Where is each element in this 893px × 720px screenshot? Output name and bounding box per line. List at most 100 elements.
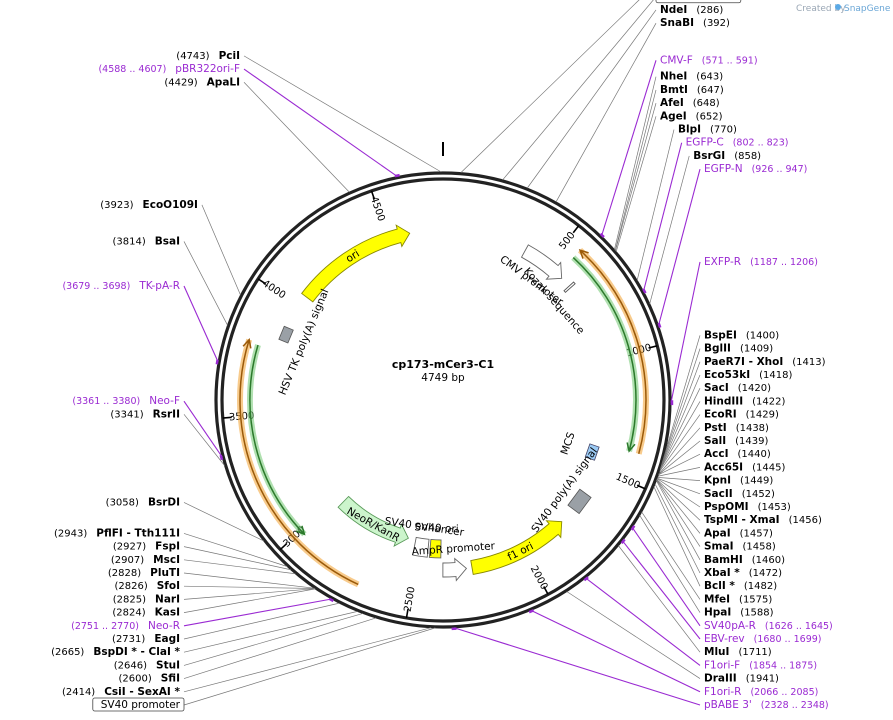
svg-text:(2825)NarI: (2825)NarI <box>113 593 180 605</box>
tick-label: 500 <box>557 230 577 252</box>
primer-site-mark <box>630 525 636 531</box>
enzyme-name: MfeI <box>704 593 730 605</box>
svg-text:(4743)PciI: (4743)PciI <box>176 50 240 62</box>
svg-text:MfeI(1575): MfeI(1575) <box>704 593 772 605</box>
site-label-bspdi-clai: (2665)BspDI * - ClaI * <box>51 646 180 658</box>
mCerulean3-green-outer <box>572 257 637 453</box>
site-label-egfp-c: EGFP-C(802 .. 823) <box>686 137 789 149</box>
svg-text:PspOMI(1453): PspOMI(1453) <box>704 501 791 513</box>
primer-name: TK-pA-R <box>138 280 180 292</box>
enzyme-name: MscI <box>153 554 180 566</box>
leader-line <box>660 348 701 467</box>
enzyme-name: PluTI <box>150 567 180 579</box>
svg-text:(2646)StuI: (2646)StuI <box>114 659 180 671</box>
enzyme-position: (1449) <box>740 476 773 487</box>
svg-text:SV40pA-R(1626 .. 1645): SV40pA-R(1626 .. 1645) <box>704 620 833 632</box>
enzyme-name: PstI <box>704 422 727 434</box>
enzyme-position: (1422) <box>752 396 785 407</box>
site-label-neo-r: (2751 .. 2770)Neo-R <box>71 620 180 632</box>
site-label-nhei: NheI(643) <box>660 71 723 83</box>
enzyme-position: (1452) <box>742 489 775 500</box>
leader-line <box>460 0 640 173</box>
site-label-ndei: NdeI(286) <box>660 4 723 16</box>
primer-site-mark <box>642 288 647 294</box>
enzyme-name: AgeI <box>660 110 687 122</box>
primer-range: (3679 .. 3698) <box>62 281 130 292</box>
primer-name: Neo-R <box>148 620 180 632</box>
svg-text:AgeI(652): AgeI(652) <box>660 110 723 122</box>
snapgene-logo-icon <box>835 4 841 10</box>
site-label-cmv-enhancer: CMV enhancer <box>655 0 742 4</box>
feature-label: SV40 ori <box>414 521 459 535</box>
enzyme-position: (2825) <box>113 594 146 605</box>
leader-line <box>659 414 701 472</box>
tick-label: 4000 <box>260 278 287 301</box>
site-label-msci: (2907)MscI <box>111 554 180 566</box>
backbone-outer-ring <box>214 171 672 629</box>
enzyme-name: SacI <box>704 382 729 394</box>
svg-text:EXFP-R(1187 .. 1206): EXFP-R(1187 .. 1206) <box>704 256 818 268</box>
enzyme-name: BsrDI <box>148 496 180 508</box>
enzyme-name: BglII <box>704 343 731 355</box>
enzyme-position: (1941) <box>746 674 779 685</box>
plasmid-length: 4749 bp <box>421 372 465 384</box>
site-label-blpi: BlpI(770) <box>678 124 737 136</box>
site-label-bamhi: BamHI(1460) <box>704 554 785 566</box>
primer-range: (4588 .. 4607) <box>98 64 166 75</box>
neo-green-outer <box>249 344 306 536</box>
site-label-apai: ApaI(1457) <box>704 527 773 539</box>
site-label-draiii: DraIII(1941) <box>704 673 779 685</box>
site-label-f1ori-f: F1ori-F(1854 .. 1875) <box>704 659 817 671</box>
primer-name: SV40pA-R <box>704 620 756 632</box>
leader-line <box>183 588 316 600</box>
svg-text:MluI(1711): MluI(1711) <box>704 646 772 658</box>
leader-line <box>657 477 701 495</box>
site-label-mfei: MfeI(1575) <box>704 593 772 605</box>
site-label-bspei: BspEI(1400) <box>704 329 779 341</box>
svg-text:Acc65I(1445): Acc65I(1445) <box>704 461 785 473</box>
leader-line <box>243 68 398 178</box>
tick-label: 4500 <box>368 195 387 223</box>
site-label-bsrgi: BsrGI(858) <box>693 150 761 162</box>
svg-text:PstI(1438): PstI(1438) <box>704 422 769 434</box>
tick-mark <box>222 416 232 419</box>
svg-text:(3814)BsaI: (3814)BsaI <box>112 235 180 247</box>
svg-text:ApaI(1457): ApaI(1457) <box>704 527 773 539</box>
site-label-nari: (2825)NarI <box>113 593 180 605</box>
svg-text:(2665)BspDI * - ClaI *: (2665)BspDI * - ClaI * <box>51 646 180 658</box>
site-label-sv40-promoter: SV40 promoter <box>92 697 185 712</box>
site-label-eco53ki: Eco53kI(1418) <box>704 369 792 381</box>
primer-name: F1ori-F <box>704 659 740 671</box>
svg-text:SalI(1439): SalI(1439) <box>704 435 769 447</box>
site-label-saci: SacI(1420) <box>704 382 771 394</box>
site-label-eagi: (2731)EagI <box>112 633 180 645</box>
svg-text:F1ori-R(2066 .. 2085): F1ori-R(2066 .. 2085) <box>704 686 818 698</box>
leader-line <box>615 116 657 252</box>
site-label-sv40pa-r: SV40pA-R(1626 .. 1645) <box>704 620 833 632</box>
enzyme-position: (1400) <box>746 330 779 341</box>
svg-text:SnaBI(392): SnaBI(392) <box>660 17 730 29</box>
svg-text:(3679 .. 3698)TK-pA-R: (3679 .. 3698) TK-pA-R <box>62 280 180 292</box>
svg-text:SacII(1452): SacII(1452) <box>704 488 775 500</box>
primer-site-mark <box>583 576 589 582</box>
svg-text:BlpI(770): BlpI(770) <box>678 124 737 136</box>
enzyme-position: (1440) <box>737 449 770 460</box>
site-label-xbai: XbaI *(1472) <box>704 567 782 579</box>
enzyme-name: StuI <box>156 659 180 671</box>
leader-line <box>658 440 701 475</box>
leader-line <box>183 533 288 567</box>
leader-line <box>659 388 701 470</box>
leader-line <box>566 591 701 679</box>
leader-line <box>657 168 701 326</box>
leader-line <box>649 155 690 304</box>
feature-sv40-ori <box>428 538 442 559</box>
svg-text:(2751 .. 2770)Neo-R: (2751 .. 2770)Neo-R <box>71 620 180 632</box>
svg-text:EGFP-C(802 .. 823): EGFP-C(802 .. 823) <box>686 137 789 149</box>
enzyme-name: EcoRI <box>704 409 737 421</box>
svg-text:BsrGI(858): BsrGI(858) <box>693 150 761 162</box>
site-label-snabi: SnaBI(392) <box>660 17 730 29</box>
leader-line <box>183 627 436 706</box>
enzyme-name: EagI <box>154 633 180 645</box>
